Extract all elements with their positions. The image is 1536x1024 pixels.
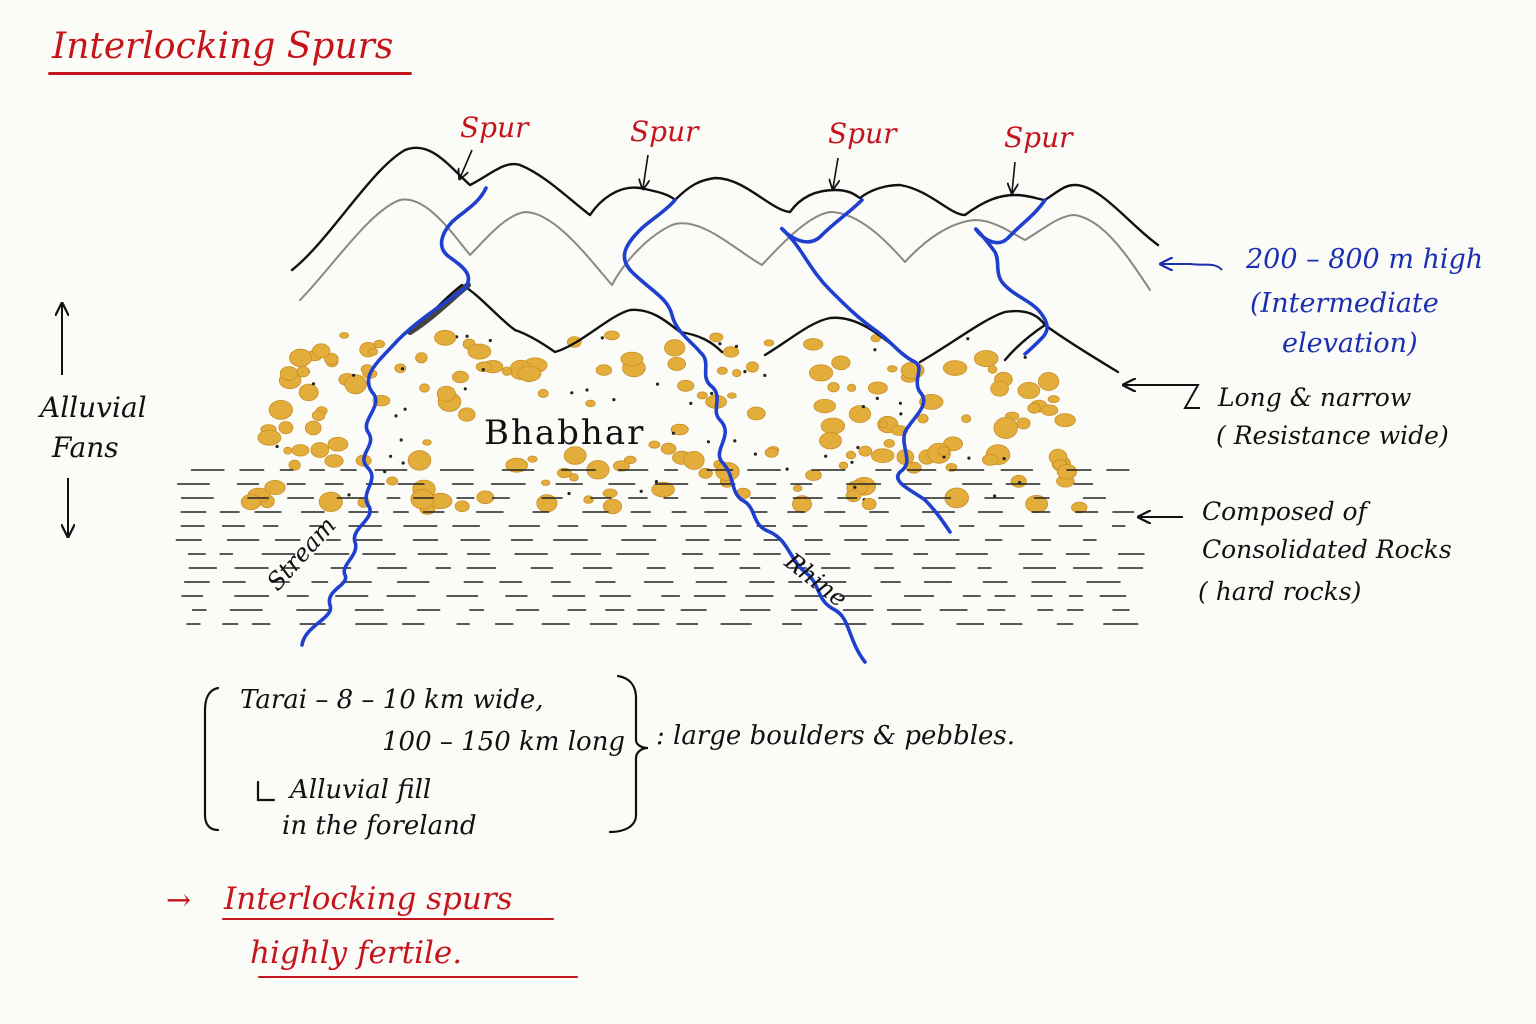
river-1 (300, 186, 488, 647)
conclusion-line2: highly fertile. (250, 935, 463, 971)
rocks-line3: ( hard rocks) (1198, 577, 1362, 606)
spur-label-2: Spur (630, 115, 699, 148)
side-label-line1: Alluvial (40, 391, 147, 424)
annotation-arrows (1125, 264, 1223, 517)
spur-arrows (460, 149, 1015, 192)
rivers (300, 186, 1049, 664)
shape-line1: Long & narrow (1218, 383, 1412, 412)
title-underline (48, 72, 412, 75)
elevation-line1: 200 – 800 m high (1246, 244, 1484, 275)
elevation-line3: elevation) (1282, 328, 1418, 359)
tarai-line3: Alluvial fill (290, 775, 432, 805)
elevation-line2: (Intermediate (1250, 288, 1439, 319)
ridge-back (290, 146, 1160, 272)
ridge-front (407, 282, 1120, 374)
river-2 (622, 198, 867, 664)
shape-line2: ( Resistance wide) (1216, 421, 1449, 450)
region-label-bhabhar: Bhabhar (484, 413, 646, 453)
spur-label-3: Spur (828, 117, 897, 150)
rocks-line2: Consolidated Rocks (1202, 535, 1452, 564)
rocks-line1: Composed of (1202, 497, 1367, 526)
tarai-note: : large boulders & pebbles. (656, 721, 1016, 751)
strata-lines (175, 469, 1145, 625)
page-title: Interlocking Spurs (52, 26, 394, 67)
conclusion-line1: Interlocking spurs (224, 881, 513, 917)
alluvial-fans-arrows (62, 305, 68, 535)
conclusion-underline-1 (222, 918, 554, 920)
tarai-line4: in the foreland (282, 811, 477, 841)
tarai-brackets (203, 674, 649, 834)
tarai-line1: Tarai – 8 – 10 km wide, (240, 685, 544, 715)
ridge-middle (299, 198, 1151, 301)
side-label-line2: Fans (52, 431, 119, 464)
conclusion-arrow: → (166, 883, 192, 918)
spur-label-4: Spur (1004, 121, 1073, 154)
river-3 (779, 198, 952, 534)
conclusion-underline-2 (258, 976, 578, 978)
tarai-line2: 100 – 150 km long (382, 727, 626, 757)
spur-label-1: Spur (460, 111, 529, 144)
river-4 (974, 198, 1049, 356)
